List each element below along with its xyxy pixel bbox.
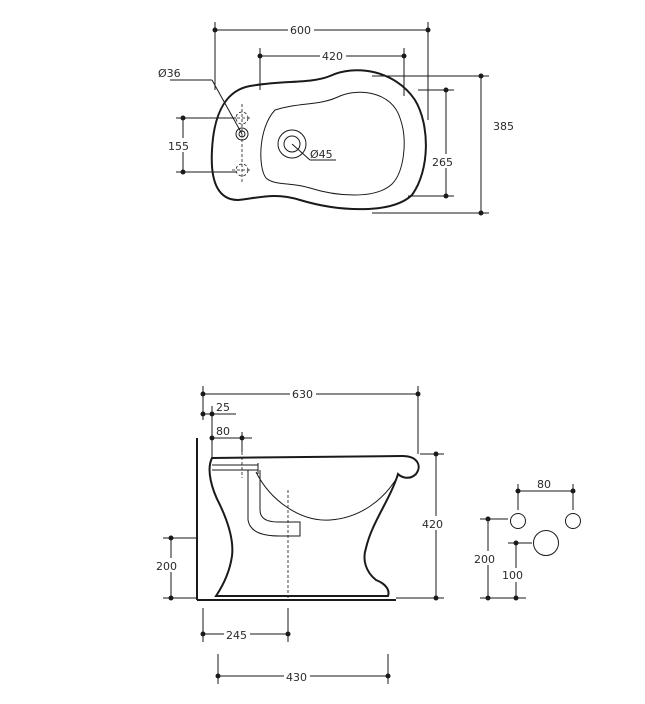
drain-inner <box>283 135 301 153</box>
drain-pipe <box>247 470 301 537</box>
dim-drain-from-wall: 245 <box>226 629 247 642</box>
bidet-outer-outline <box>210 69 427 211</box>
dim-depth-to-drain: 265 <box>432 156 453 169</box>
dim-drain-height: 100 <box>502 569 523 582</box>
dim-tap-hole-diameter: Ø36 <box>158 67 181 80</box>
dim-rim-offset: 25 <box>216 401 230 414</box>
dim-tap-spacing: 155 <box>168 140 189 153</box>
dim-width-total: 600 <box>290 24 311 37</box>
fixing-drain <box>533 530 559 556</box>
drain-outer <box>277 129 307 159</box>
side-view: 630 25 80 420 200 24 <box>154 386 446 684</box>
dim-height: 420 <box>422 518 443 531</box>
dim-depth-total: 385 <box>493 120 514 133</box>
top-view: 600 420 Ø36 155 Ø45 265 <box>158 22 517 216</box>
fixing-layout: 80 200 100 <box>472 478 581 601</box>
fixing-bolt-right <box>565 513 581 529</box>
dim-bowl-width: 420 <box>322 50 343 63</box>
dim-inlet-height: 200 <box>156 560 177 573</box>
dim-drain-diameter: Ø45 <box>310 148 333 161</box>
fixing-bolt-left <box>510 513 526 529</box>
bidet-inner-bowl <box>260 91 405 196</box>
bidet-side-body <box>208 454 420 597</box>
bidet-bowl-line <box>255 471 399 521</box>
dim-length-total: 630 <box>292 388 313 401</box>
dim-wall-gap: 80 <box>216 425 230 438</box>
dim-bolt-height: 200 <box>474 553 495 566</box>
dim-bolt-spacing: 80 <box>537 478 551 491</box>
dim-foot-length: 430 <box>286 671 307 684</box>
